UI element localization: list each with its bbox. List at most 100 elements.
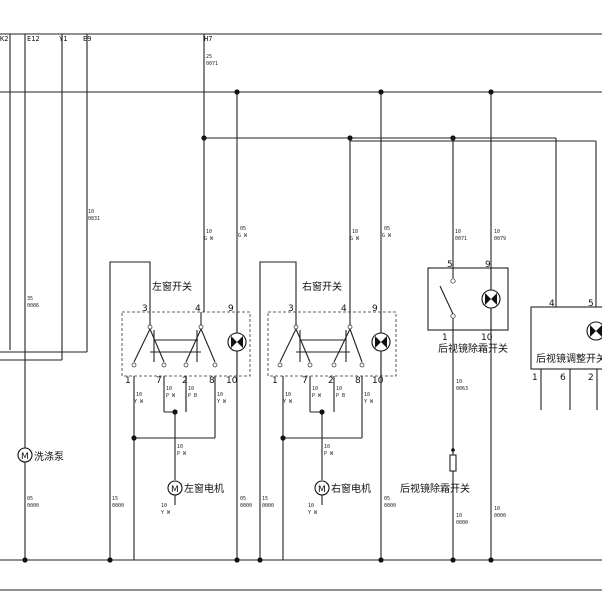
pin-label: 5 — [588, 299, 594, 309]
wire-label-code: 10 — [177, 444, 183, 450]
wire-left-switch-pin3-loop — [109, 261, 151, 560]
right-motor-icon: M — [314, 480, 330, 496]
wire-right-switch-pin3-loop — [259, 261, 297, 560]
mirror-adjust-lamp-icon — [586, 321, 602, 341]
pin-label: 7 — [302, 376, 308, 386]
defrost-switch-label: 后视镜除霜开关 — [438, 342, 508, 355]
connector-y1: Y1 — [59, 35, 67, 43]
wire-label-code: 10 — [352, 229, 358, 235]
junction-dot — [450, 557, 456, 563]
wire-label-code: 15 — [112, 496, 118, 502]
connector-k2: K2 — [0, 35, 8, 43]
wire-label-code: 10 — [455, 229, 461, 235]
right-switch-contacts — [277, 312, 365, 368]
junction-dot — [257, 557, 263, 563]
wire-label-id: 0000 — [384, 503, 396, 509]
pin-label: 2 — [182, 376, 188, 386]
defrost-lamp-icon — [481, 268, 501, 330]
wire-label-color: P W — [177, 451, 187, 457]
left-switch-lamp-icon — [227, 312, 247, 376]
defrost-switch-box — [427, 267, 509, 331]
wire-label-id: 0000 — [112, 503, 124, 509]
pin-label: 3 — [288, 304, 294, 314]
wire-label-color: G W — [350, 236, 360, 242]
wire-label-color: Y W — [283, 399, 293, 405]
wire-label-id: 0071 — [455, 236, 467, 242]
pin-label: 10 — [481, 333, 493, 343]
pin-label: 9 — [485, 260, 491, 270]
wire-label-code: 05 — [240, 226, 246, 232]
wire-label-id: 0831 — [88, 216, 100, 222]
pin-label: 8 — [209, 376, 215, 386]
washer-pump-label: 洗涤泵 — [34, 450, 64, 463]
wire-label-code: 10 — [166, 386, 172, 392]
wire-label-id: 0000 — [262, 503, 274, 509]
junction-dot — [234, 557, 240, 563]
pin-label: 10 — [226, 376, 238, 386]
wire-label-code: 05 — [384, 496, 390, 502]
mirror-adjust-switch-box — [530, 306, 602, 370]
wire-label-color: Y W — [364, 399, 374, 405]
wire-label-color: G W — [382, 233, 392, 239]
wire-label-code: 10 — [364, 392, 370, 398]
wire-label-code: 10 — [285, 392, 291, 398]
left-motor-icon: M — [167, 480, 183, 496]
right-switch-lamp-icon — [371, 312, 391, 376]
pin-label: 5 — [447, 260, 453, 270]
pin-label: 8 — [355, 376, 361, 386]
pin-label: 9 — [228, 304, 234, 314]
wire-label-color: Y W — [308, 510, 318, 516]
pin-label: 1 — [532, 373, 538, 383]
wire-label-id: 0079 — [494, 236, 506, 242]
wire-label-code: 10 — [161, 503, 167, 509]
wire-label-code: 10 — [494, 506, 500, 512]
pin-label: 6 — [560, 373, 566, 383]
right-motor-label: 右窗电机 — [331, 482, 371, 495]
defrost-heater-element — [449, 454, 457, 472]
wire-label-code: 10 — [217, 392, 223, 398]
wire-label-code: 10 — [494, 229, 500, 235]
wire-label-code: 10 — [312, 386, 318, 392]
svg-text:M: M — [21, 452, 29, 462]
wire-label-code: 10 — [188, 386, 194, 392]
wire-label-color: Y W — [161, 510, 171, 516]
wire-label-color: P W — [166, 393, 176, 399]
junction-dot — [172, 409, 178, 415]
wire-label-color: P B — [336, 393, 345, 399]
pin-label: 7 — [156, 376, 162, 386]
wire-label-id: 0000 — [240, 503, 252, 509]
junction-dot — [451, 448, 455, 452]
wire-label-code: 25 — [206, 54, 212, 60]
defrost-switch-contact — [439, 268, 456, 330]
wire-label-code: 10 — [308, 503, 314, 509]
junction-dot — [107, 557, 113, 563]
mirror-adjust-switch-label: 后视镜调整开关 — [536, 352, 602, 365]
right-switch-label: 右窗开关 — [302, 280, 342, 293]
svg-text:M: M — [171, 485, 179, 495]
wire-label-code: 15 — [262, 496, 268, 502]
wire-label-id: 0000 — [27, 503, 39, 509]
wire-label-color: Y W — [134, 399, 144, 405]
wire-label-id: 0063 — [456, 386, 468, 392]
wire-label-code: 10 — [336, 386, 342, 392]
junction-dot — [378, 557, 384, 563]
wire-label-code: 10 — [136, 392, 142, 398]
wire-label-id: 0071 — [206, 61, 218, 67]
wire-label-color: G W — [238, 233, 248, 239]
wire-label-color: G W — [204, 236, 214, 242]
junction-dot — [22, 557, 28, 563]
pin-label: 3 — [142, 304, 148, 314]
wire-label-color: P W — [324, 451, 334, 457]
wire-label-code: 10 — [206, 229, 212, 235]
pin-label: 4 — [195, 304, 201, 314]
pin-label: 9 — [372, 304, 378, 314]
right-switch-box — [267, 311, 397, 377]
junction-dot — [488, 557, 494, 563]
wire-left-motor-a — [164, 411, 176, 480]
wire-label-color: P W — [312, 393, 322, 399]
wire-label-id: 0000 — [494, 513, 506, 519]
washer-pump-icon: M — [17, 447, 33, 463]
wire-label-code: 05 — [27, 496, 33, 502]
junction-dot — [280, 435, 286, 441]
